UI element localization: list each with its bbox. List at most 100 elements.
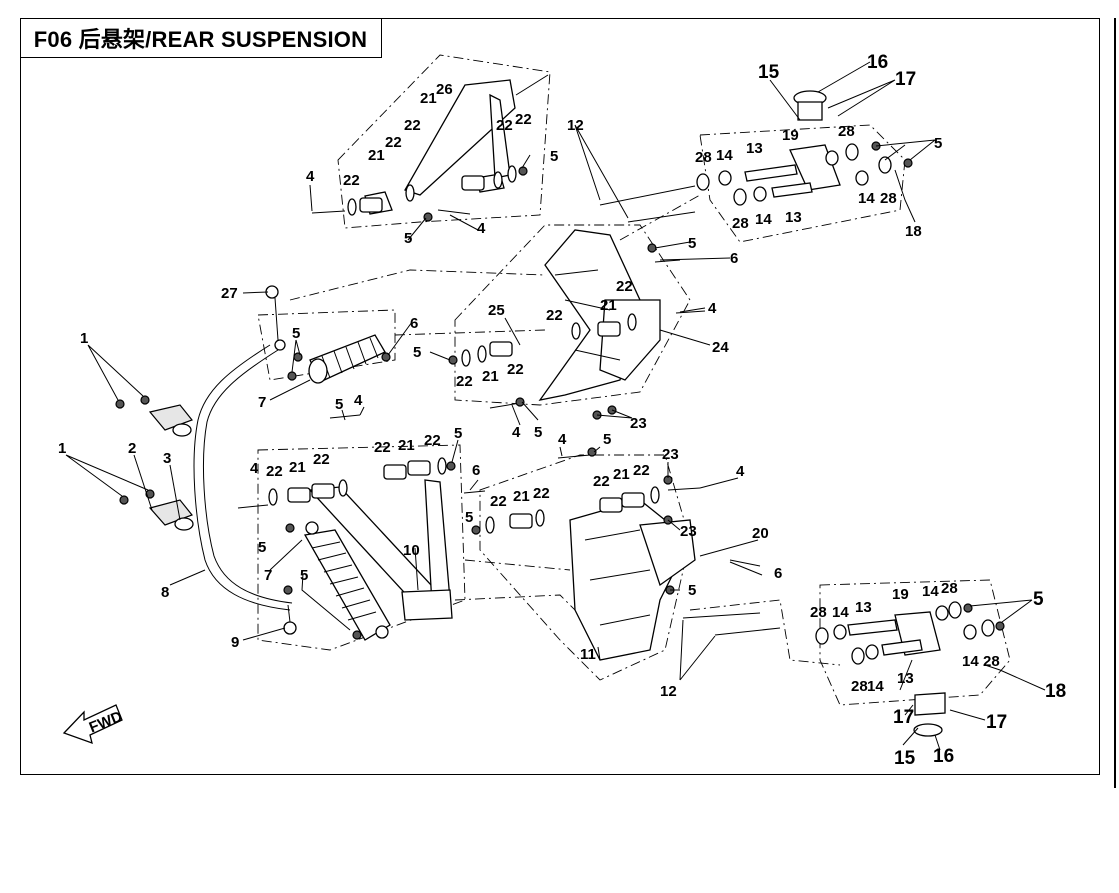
callout-21: 21 — [600, 297, 617, 314]
callout-4: 4 — [250, 460, 259, 477]
bolt — [463, 490, 486, 494]
callout-4: 4 — [558, 431, 567, 448]
callout-22: 22 — [633, 462, 650, 479]
link-rod — [265, 285, 286, 351]
bushing-set — [268, 165, 660, 534]
callout-4: 4 — [512, 424, 521, 441]
callout-2: 2 — [128, 440, 136, 457]
callout-22: 22 — [374, 439, 391, 456]
callout-19: 19 — [782, 127, 799, 144]
callout-7: 7 — [258, 394, 266, 411]
callout-12: 12 — [567, 117, 584, 134]
callout-14: 14 — [832, 604, 849, 621]
bolt-head — [140, 395, 150, 405]
callout-5: 5 — [454, 425, 462, 442]
callout-14: 14 — [962, 653, 979, 670]
callout-28: 28 — [838, 123, 855, 140]
callout-15: 15 — [758, 62, 780, 83]
callout-22: 22 — [313, 451, 330, 468]
callout-8: 8 — [161, 584, 169, 601]
callout-22: 22 — [343, 172, 360, 189]
group-outline-upper-arm — [337, 54, 551, 229]
callout-11: 11 — [580, 646, 596, 663]
callout-1: 1 — [58, 440, 66, 457]
callout-6: 6 — [730, 250, 738, 267]
callout-13: 13 — [785, 209, 802, 226]
assembly-link-line — [289, 269, 546, 301]
callout-23: 23 — [662, 446, 679, 463]
callout-21: 21 — [420, 90, 437, 107]
callout-5: 5 — [550, 148, 558, 165]
callout-5: 5 — [413, 344, 421, 361]
assembly-link-line — [464, 559, 571, 571]
callout-10: 10 — [403, 542, 420, 559]
callout-22: 22 — [404, 117, 421, 134]
clamp-bracket-lower — [148, 499, 194, 531]
page-title: F06 后悬架/REAR SUSPENSION — [33, 26, 368, 52]
callout-25: 25 — [488, 302, 505, 319]
bolt — [729, 559, 761, 567]
callout-22: 22 — [385, 134, 402, 151]
callout-16: 16 — [867, 52, 888, 73]
lower-shock-absorber — [303, 521, 391, 641]
callout-22: 22 — [456, 373, 473, 390]
drawing-frame — [20, 18, 1100, 775]
callout-26: 26 — [436, 81, 453, 98]
callout-14: 14 — [716, 147, 733, 164]
callout-6: 6 — [774, 565, 782, 582]
bolt — [237, 504, 269, 509]
callout-5: 5 — [1033, 589, 1044, 610]
title-box: F06 后悬架/REAR SUSPENSION — [20, 18, 382, 58]
nut-set — [283, 141, 1005, 640]
callout-5: 5 — [603, 431, 611, 448]
bolt — [311, 210, 346, 214]
callout-22: 22 — [266, 463, 283, 480]
callout-28: 28 — [983, 653, 1000, 670]
callout-21: 21 — [289, 459, 306, 476]
clamp-bracket-upper — [148, 404, 193, 437]
callout-17: 17 — [986, 712, 1007, 733]
callout-14: 14 — [922, 583, 939, 600]
callout-labels: 1 1 2 3 4 4 4 4 4 4 4 4 5 5 5 5 5 5 5 5 … — [58, 52, 1066, 769]
group-outline-lower-arm-left — [257, 444, 466, 651]
callout-5: 5 — [934, 135, 942, 152]
callout-5: 5 — [292, 325, 300, 342]
bolt — [667, 487, 701, 491]
callout-18: 18 — [905, 223, 922, 240]
callout-22: 22 — [424, 432, 441, 449]
callout-17: 17 — [895, 69, 916, 90]
callout-24: 24 — [712, 339, 729, 356]
stabilizer-bar-inner — [202, 349, 293, 604]
callout-5: 5 — [465, 509, 473, 526]
callout-22: 22 — [496, 117, 513, 134]
callout-28: 28 — [810, 604, 827, 621]
callout-18: 18 — [1045, 681, 1066, 702]
long-bolt — [714, 627, 781, 636]
group-outline-knuckle-top — [699, 124, 906, 243]
callout-14: 14 — [755, 211, 772, 228]
callout-14: 14 — [867, 678, 884, 695]
callout-19: 19 — [892, 586, 909, 603]
callout-21: 21 — [513, 488, 530, 505]
page-edge-rule — [1114, 18, 1116, 788]
callout-3: 3 — [163, 450, 171, 467]
callout-22: 22 — [616, 278, 633, 295]
callout-5: 5 — [258, 539, 266, 556]
assembly-link-line — [394, 329, 546, 336]
leader-lines — [65, 61, 1046, 751]
callout-7: 7 — [264, 567, 272, 584]
bolt-head — [119, 495, 129, 505]
bolt — [557, 454, 591, 459]
callout-20: 20 — [752, 525, 769, 542]
callout-14: 14 — [858, 190, 875, 207]
callout-28: 28 — [732, 215, 749, 232]
long-bolt — [599, 185, 696, 206]
callout-4: 4 — [708, 300, 717, 317]
callout-4: 4 — [306, 168, 315, 185]
callout-5: 5 — [534, 424, 542, 441]
callout-22: 22 — [507, 361, 524, 378]
callout-1: 1 — [80, 330, 88, 347]
group-outline-upper-mount — [454, 224, 691, 406]
callout-28: 28 — [880, 190, 897, 207]
